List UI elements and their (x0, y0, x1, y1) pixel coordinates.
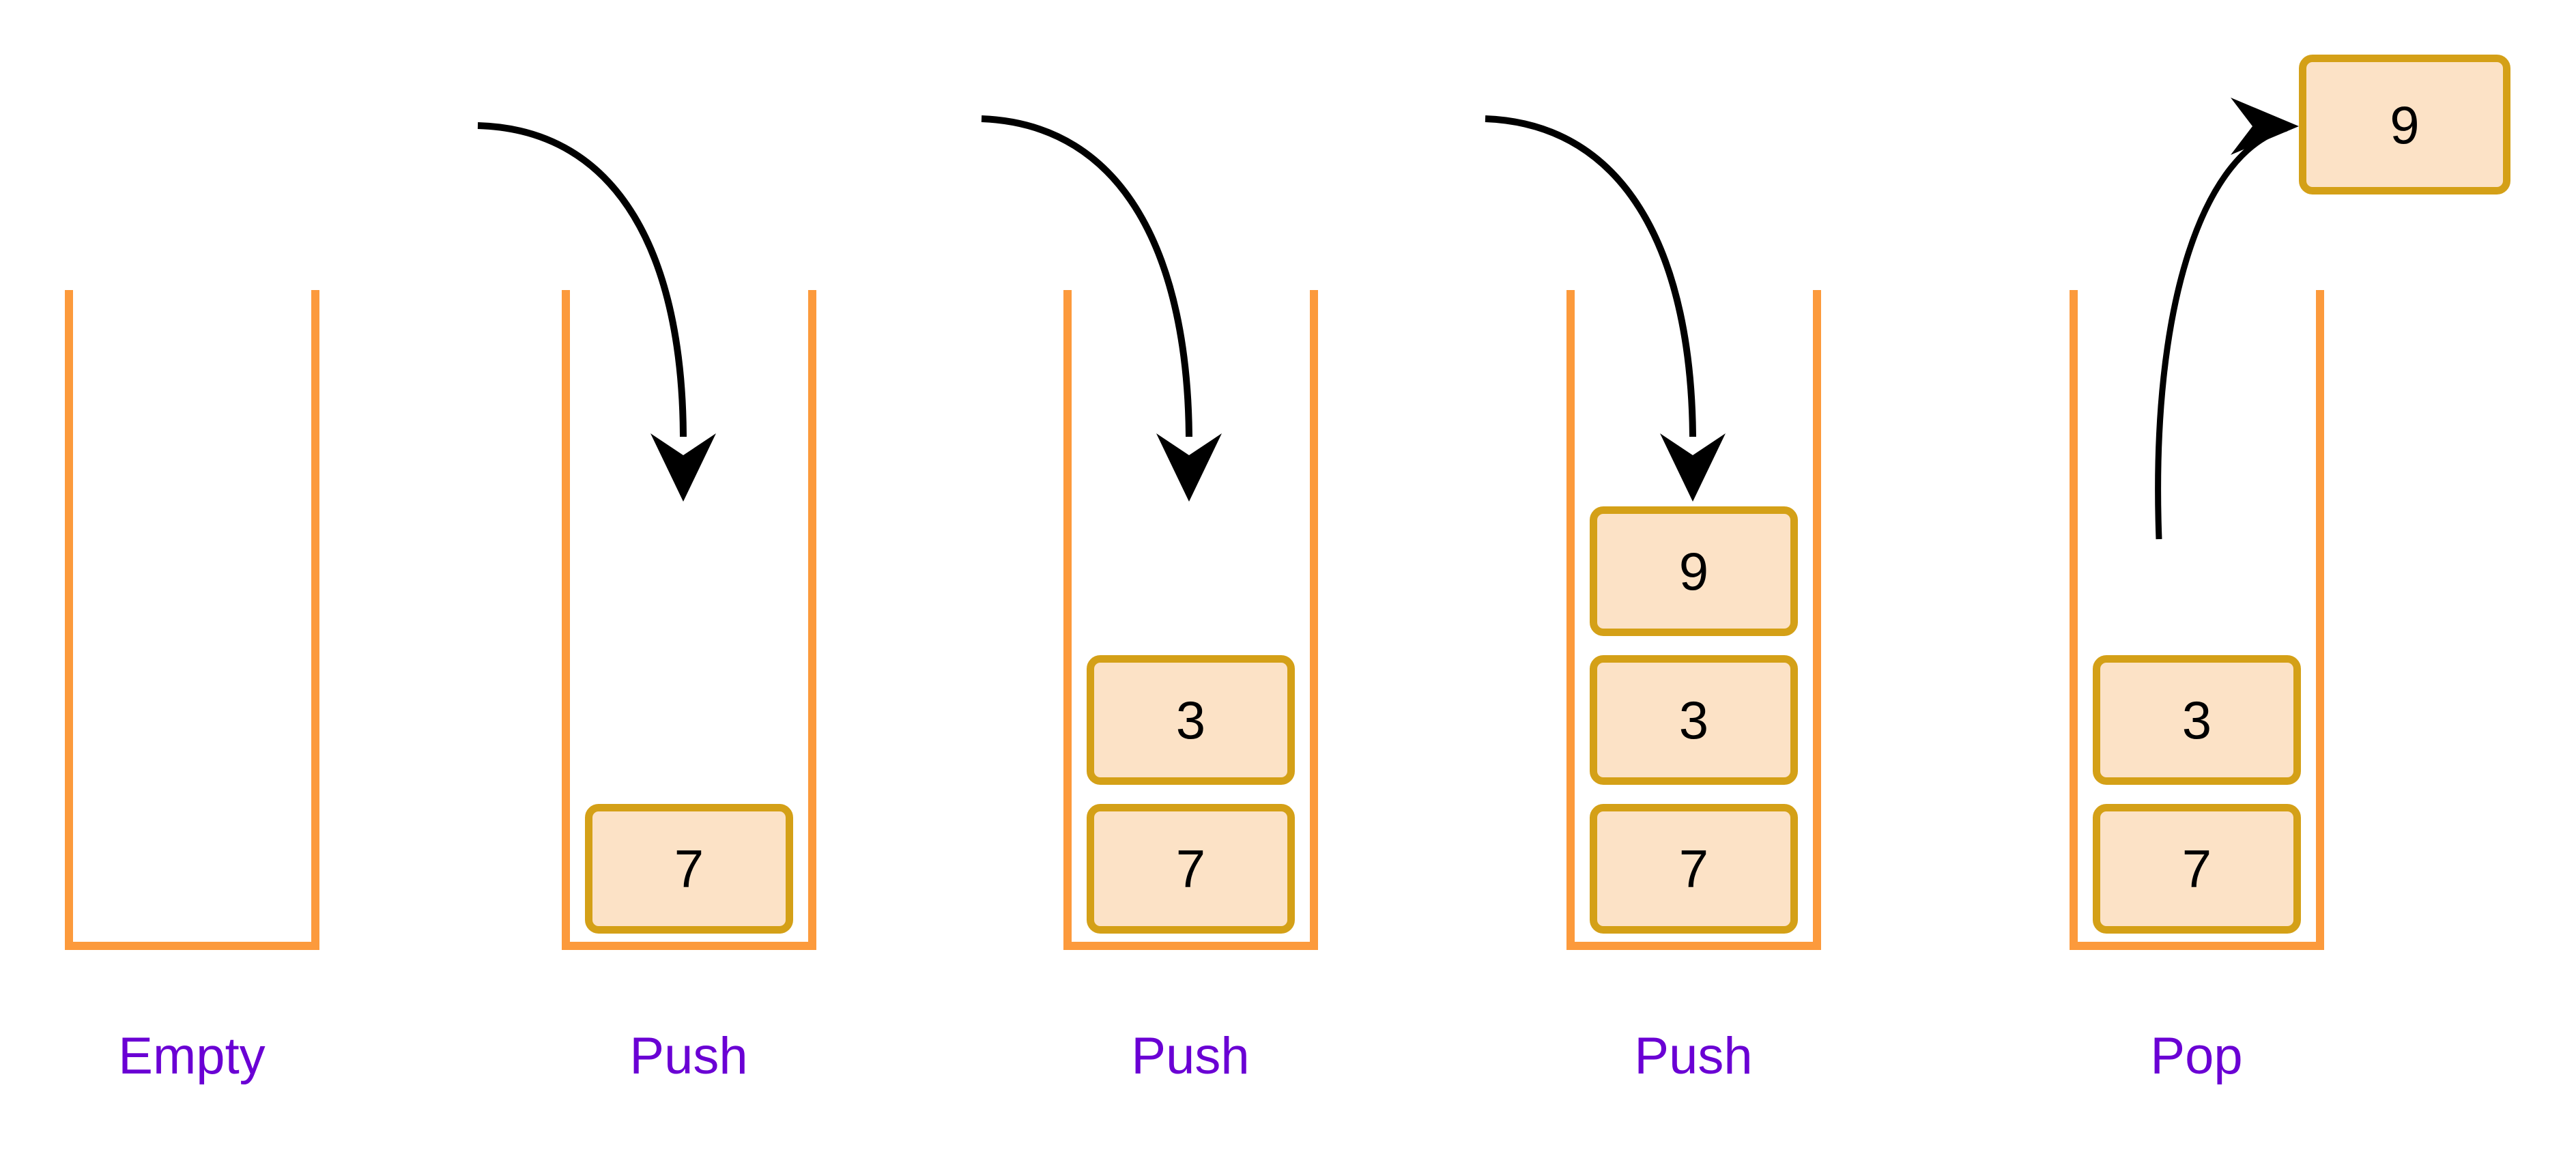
stack-item: 7 (1590, 804, 1798, 934)
stack-item-value: 3 (2181, 690, 2212, 750)
stack-item-value: 7 (1678, 839, 1709, 899)
stack-container-push-3 (1063, 290, 1318, 950)
stack-item-value: 7 (2181, 839, 2212, 899)
stack-item-value: 3 (1678, 690, 1709, 750)
stack-container-pop-9 (2070, 290, 2324, 950)
operation-label-pop-9: Pop (2150, 1027, 2243, 1085)
stack-container-push-9 (1566, 290, 1821, 950)
operation-label-push-3: Push (1131, 1027, 1250, 1085)
pop-arrowhead-pop-9 (2231, 98, 2299, 155)
operation-label-push-7: Push (629, 1027, 748, 1085)
stack-item-value: 3 (1175, 690, 1206, 750)
stack-item: 7 (585, 804, 793, 934)
stack-item: 7 (2093, 804, 2301, 934)
stack-item: 3 (1087, 655, 1295, 785)
stack-item-value: 7 (1175, 839, 1206, 899)
stack-item: 3 (2093, 655, 2301, 785)
stack-item: 3 (1590, 655, 1798, 785)
stack-item-value: 9 (1678, 541, 1709, 601)
operation-label-push-9: Push (1634, 1027, 1753, 1085)
stack-container-empty (65, 290, 319, 950)
popped-item-value: 9 (2390, 94, 2420, 155)
popped-item: 9 (2299, 55, 2510, 194)
stack-item: 9 (1590, 506, 1798, 636)
operation-label-empty: Empty (118, 1027, 266, 1085)
stack-item-value: 7 (674, 839, 704, 899)
stack-item: 7 (1087, 804, 1295, 934)
stack-container-push-7 (562, 290, 816, 950)
